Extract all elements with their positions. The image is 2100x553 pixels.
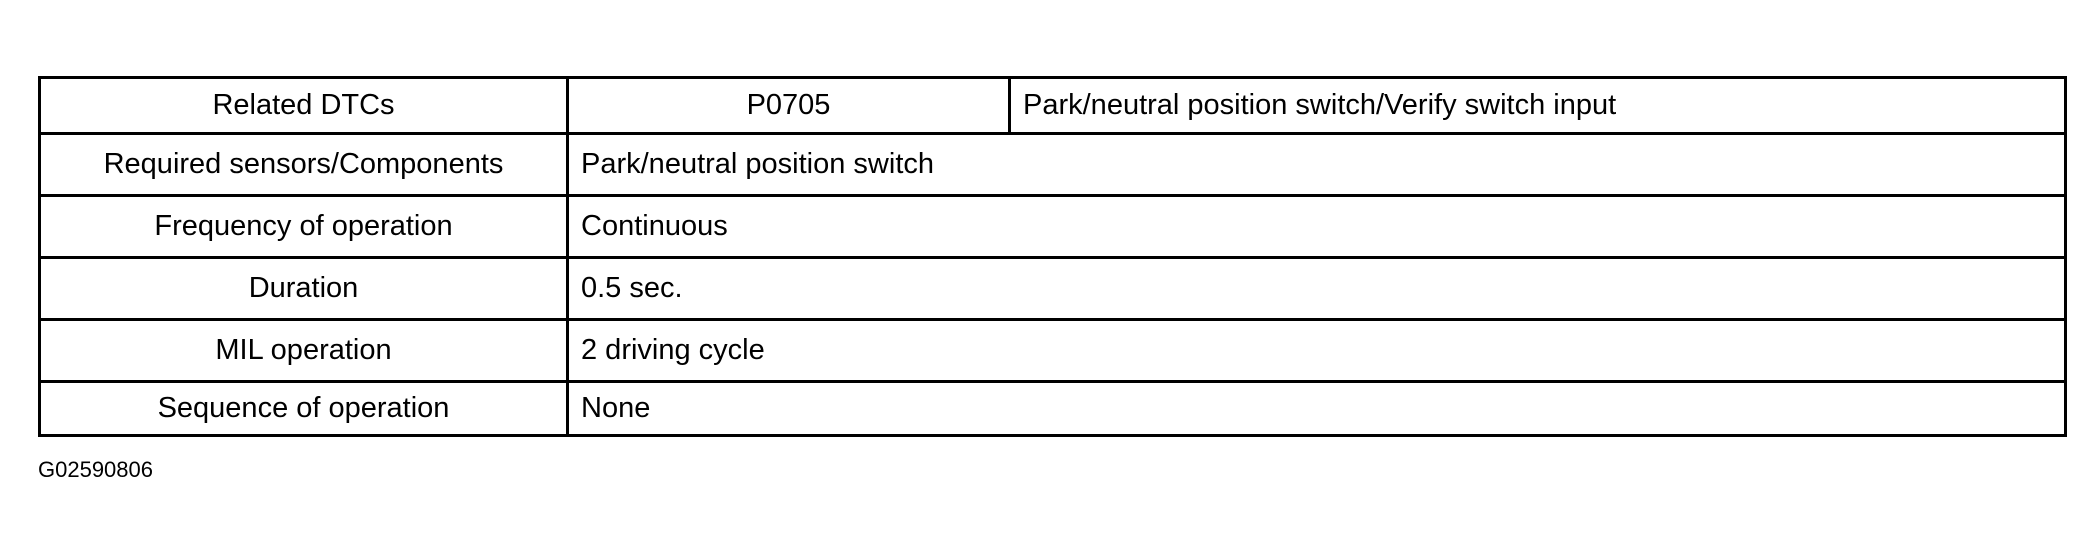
related-dtcs-label: Related DTCs: [38, 76, 569, 135]
dtc-spec-table: Related DTCs P0705 Park/neutral position…: [38, 76, 2067, 437]
dtc-code: P0705: [566, 76, 1011, 135]
sequence-label: Sequence of operation: [38, 380, 569, 437]
table-row-duration: Duration 0.5 sec.: [38, 256, 2067, 321]
table-row-mil-operation: MIL operation 2 driving cycle: [38, 318, 2067, 383]
table-row-related-dtcs: Related DTCs P0705 Park/neutral position…: [38, 76, 2067, 135]
frequency-label: Frequency of operation: [38, 194, 569, 259]
mil-operation-value: 2 driving cycle: [566, 318, 2067, 383]
sequence-value: None: [566, 380, 2067, 437]
table-row-required-sensors: Required sensors/Components Park/neutral…: [38, 132, 2067, 197]
figure-id: G02590806: [38, 457, 153, 482]
table-row-frequency: Frequency of operation Continuous: [38, 194, 2067, 259]
frequency-value: Continuous: [566, 194, 2067, 259]
dtc-description: Park/neutral position switch/Verify swit…: [1008, 76, 2067, 135]
required-sensors-value: Park/neutral position switch: [566, 132, 2067, 197]
duration-value: 0.5 sec.: [566, 256, 2067, 321]
duration-label: Duration: [38, 256, 569, 321]
table-row-sequence: Sequence of operation None: [38, 380, 2067, 437]
mil-operation-label: MIL operation: [38, 318, 569, 383]
required-sensors-label: Required sensors/Components: [38, 132, 569, 197]
